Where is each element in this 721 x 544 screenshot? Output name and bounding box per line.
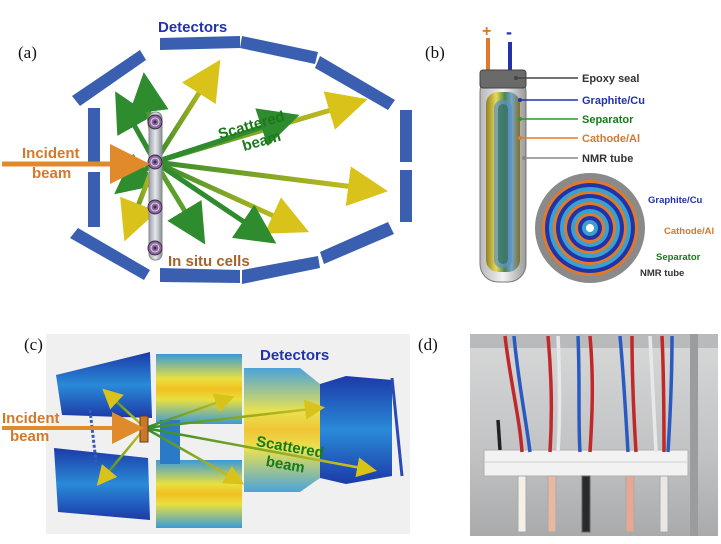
detector-panel: [160, 268, 240, 283]
panel-a-label: (a): [18, 43, 37, 62]
panel-d: (d): [418, 334, 718, 536]
leader-lines-b: [514, 76, 578, 160]
scatter-arrow: [144, 426, 245, 485]
in-situ-cells-label: In situ cells: [168, 253, 250, 270]
detectors-label-c: Detectors: [260, 347, 329, 364]
cell-tube: [581, 475, 591, 533]
panel-c: (c) Detectors Incident beam S: [2, 334, 410, 534]
in-situ-cell-rod: [147, 111, 163, 261]
incident-label-a-1: Incident: [22, 145, 80, 162]
cell-cross-section: [535, 173, 645, 283]
cs-nmr-label: NMR tube: [640, 268, 684, 279]
scatter-arrow: [154, 159, 388, 207]
detector-bank: [54, 448, 150, 520]
detector-panel: [70, 228, 150, 280]
panel-c-label: (c): [24, 335, 43, 354]
separator-label: Separator: [582, 114, 634, 126]
incident-label-c-2: beam: [10, 428, 49, 445]
cell-tube: [625, 475, 635, 533]
panel-b-label: (b): [425, 43, 445, 62]
cell-coil: [147, 114, 163, 130]
detector-edge: [88, 409, 98, 463]
cell-coil: [147, 240, 163, 256]
detector-bank: [156, 354, 242, 424]
epoxy-seal: [479, 69, 527, 89]
detector-panel: [88, 172, 100, 227]
scatter-arrow: [153, 159, 277, 244]
cs-graphite-label: Graphite/Cu: [648, 195, 703, 206]
nmr-tube-label: NMR tube: [582, 153, 633, 165]
detector-panel: [240, 36, 318, 64]
detector-bank: [320, 376, 392, 484]
detectors-label-a: Detectors: [158, 19, 227, 36]
sample-cell-c: [139, 415, 149, 443]
epoxy-seal-label: Epoxy seal: [582, 73, 639, 85]
detector-bank: [56, 352, 152, 418]
detector-panel: [400, 110, 412, 162]
plus-sign: +: [482, 23, 491, 40]
incident-label-c-1: Incident: [2, 410, 60, 427]
detector-ring-a: [70, 36, 412, 284]
detector-panel: [320, 222, 394, 264]
cell-coil: [147, 154, 163, 170]
detector-bank: [244, 368, 320, 492]
graphite-label: Graphite/Cu: [582, 95, 645, 107]
scattered-label-c-2: beam: [265, 453, 307, 477]
scatter-arrow: [144, 393, 235, 430]
cs-cathode-label: Cathode/Al: [664, 226, 714, 237]
detector-panel: [400, 170, 412, 222]
panel-b: (b) + - Epoxy seal Graphite/Cu: [425, 22, 714, 283]
detector-edge: [390, 377, 404, 477]
minus-sign: -: [506, 22, 512, 42]
photo-cell-rack: [470, 334, 718, 536]
detector-panel: [160, 36, 240, 50]
panel-d-label: (d): [418, 335, 438, 354]
incident-label-a-2: beam: [32, 165, 71, 182]
detector-panel: [72, 50, 146, 106]
rack-bar: [483, 449, 689, 477]
photo-background: [470, 334, 718, 536]
cell-coil: [147, 199, 163, 215]
cables: [496, 335, 674, 453]
detector-panel: [242, 256, 320, 284]
cell-tube: [517, 475, 527, 533]
scatter-arrow: [144, 399, 325, 430]
cell-tube: [547, 475, 557, 533]
cell-tube: [659, 475, 669, 533]
panel-a: (a): [2, 19, 412, 284]
cathode-label: Cathode/Al: [582, 133, 640, 145]
scatter-arrow: [144, 426, 377, 478]
detector-panel: [315, 56, 395, 110]
cs-separator-label: Separator: [656, 252, 701, 263]
scatter-arrow: [152, 59, 221, 164]
detector-panel: [88, 108, 100, 163]
nmr-tube-cell: [479, 69, 527, 283]
detector-bank: [156, 460, 242, 528]
scatter-arrow: [154, 108, 300, 165]
